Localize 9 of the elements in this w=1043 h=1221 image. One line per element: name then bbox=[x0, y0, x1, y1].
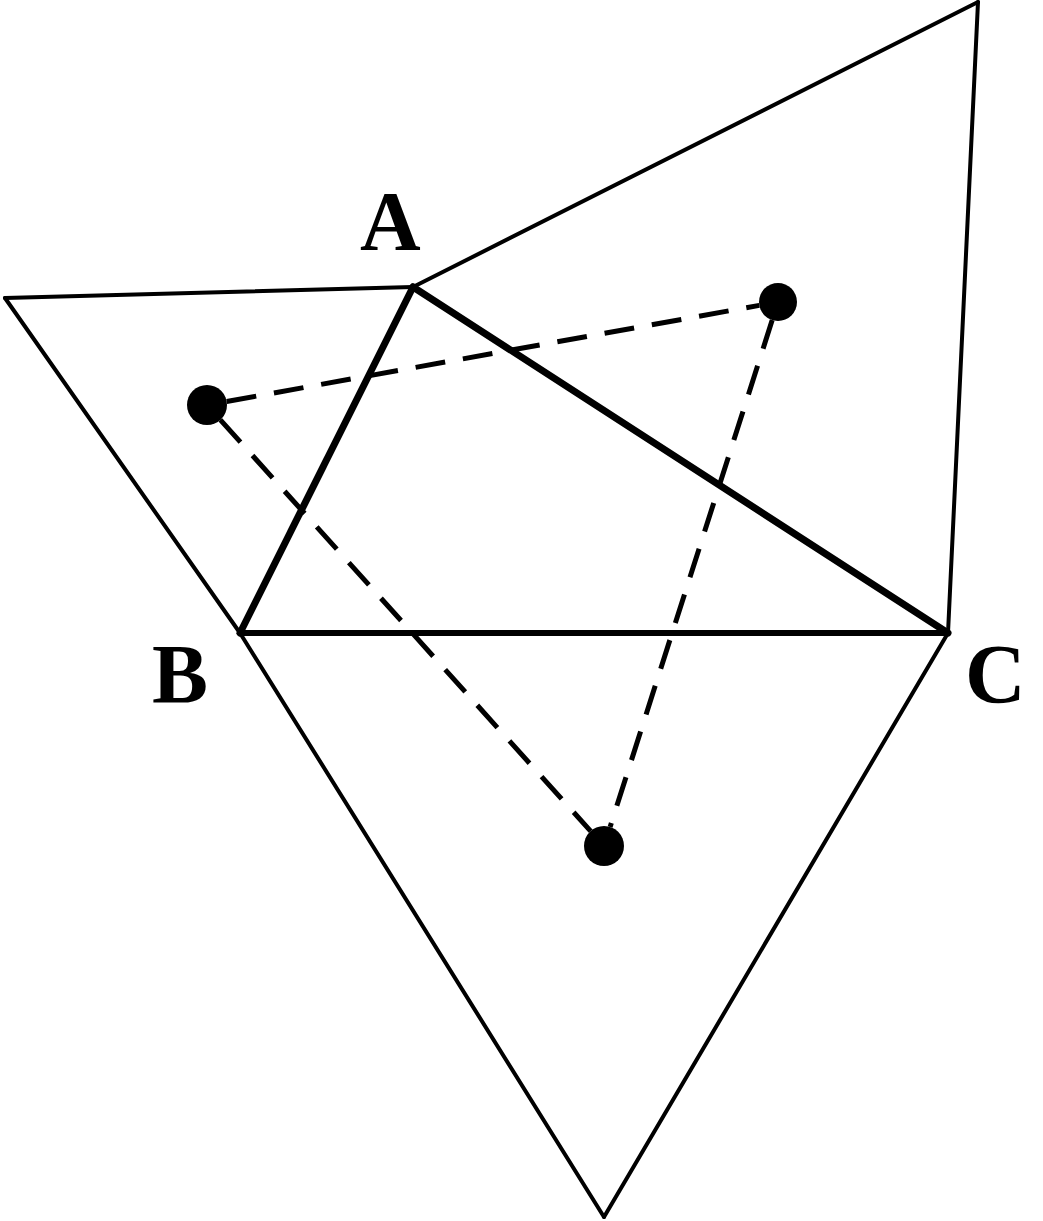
center-dot bbox=[187, 385, 227, 425]
vertex-label: C bbox=[965, 633, 1026, 717]
center-dot bbox=[584, 826, 624, 866]
dashed-line bbox=[226, 302, 760, 404]
dashed-line bbox=[218, 418, 593, 833]
vertex-label: B bbox=[152, 633, 209, 717]
center-dot bbox=[759, 283, 797, 321]
dashed-line bbox=[607, 319, 775, 828]
vertex-label: A bbox=[360, 180, 421, 264]
